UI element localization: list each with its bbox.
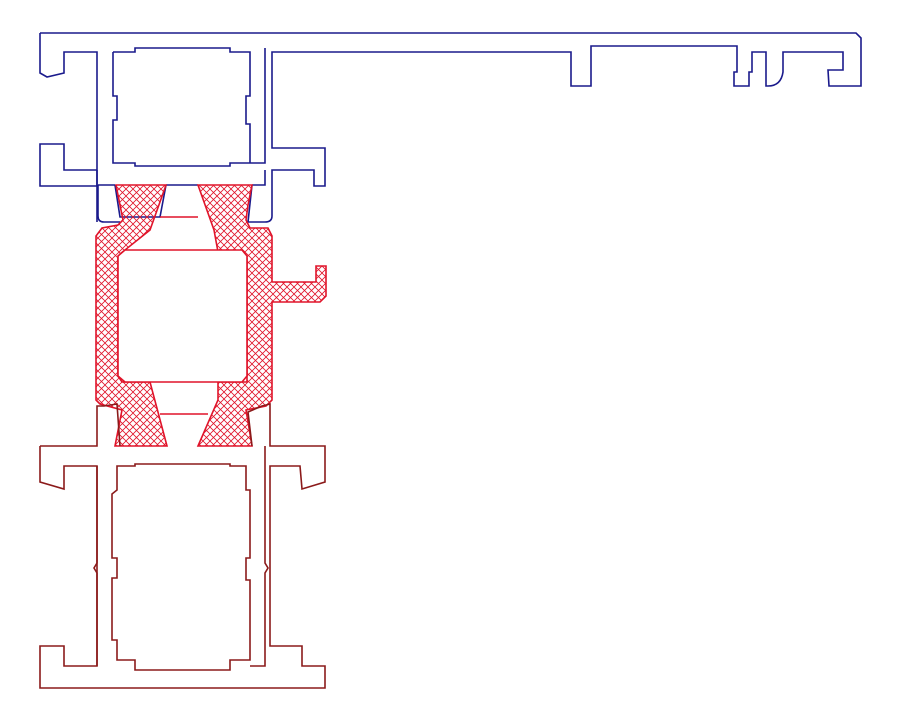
sash-chamber	[111, 463, 251, 671]
thermal-break-chamber	[117, 249, 248, 383]
sash-walls	[93, 446, 269, 667]
thermal-break-neck-lines	[160, 216, 208, 415]
thermal-break	[95, 184, 327, 447]
frame-bottom-lip	[96, 170, 266, 222]
sash-profile	[39, 402, 326, 689]
